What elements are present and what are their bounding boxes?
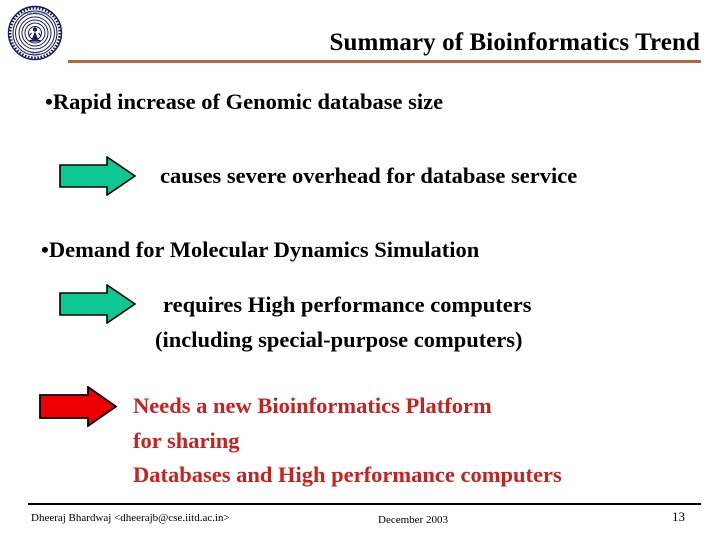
conclusion-line-3: Databases and High performance computers bbox=[133, 462, 562, 487]
red-right-arrow-icon bbox=[39, 385, 118, 432]
bullet-1-result-line: causes severe overhead for database serv… bbox=[160, 163, 578, 188]
conclusion-line-2: for sharing bbox=[133, 428, 240, 453]
slide-page-number: 13 bbox=[672, 509, 685, 524]
footer-author-email: Dheeraj Bhardwaj <dheerajb@cse.iitd.ac.i… bbox=[31, 512, 230, 524]
slide-title: Summary of Bioinformatics Trend bbox=[329, 29, 700, 56]
svg-text:DELHI: DELHI bbox=[30, 52, 39, 56]
bullet-2-result-line-2: (including special-purpose computers) bbox=[155, 327, 523, 352]
svg-text:INDIAN INST TECH: INDIAN INST TECH bbox=[21, 11, 49, 15]
footer-divider-rule bbox=[28, 503, 701, 505]
title-divider-rule bbox=[68, 60, 701, 63]
iit-delhi-seal-logo: INDIAN INST TECH DELHI bbox=[7, 5, 63, 61]
bullet-2-result-line-1: requires High performance computers bbox=[163, 292, 532, 317]
bullet-item-2: •Demand for Molecular Dynamics Simulatio… bbox=[41, 237, 480, 262]
conclusion-line-1: Needs a new Bioinformatics Platform bbox=[133, 393, 492, 418]
bullet-item-1: •Rapid increase of Genomic database size bbox=[45, 89, 444, 114]
green-right-arrow-icon-1 bbox=[59, 155, 137, 201]
green-right-arrow-icon-2 bbox=[59, 283, 137, 329]
slide-header: INDIAN INST TECH DELHI Summary of Bioinf… bbox=[0, 0, 720, 70]
footer-date: December 2003 bbox=[378, 514, 448, 526]
